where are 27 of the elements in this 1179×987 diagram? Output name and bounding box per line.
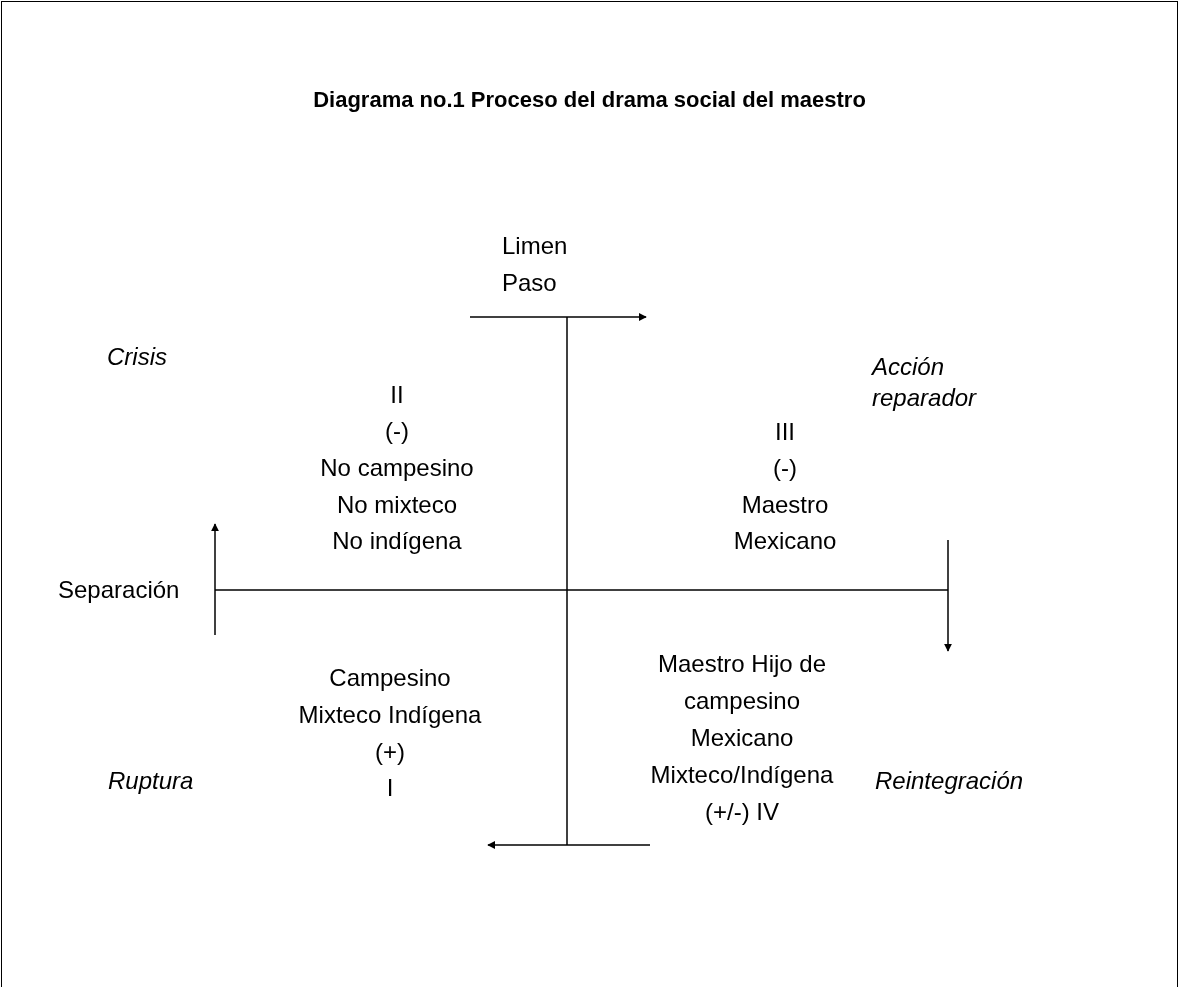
quadrant-label: Mixteco Indígena <box>298 701 482 729</box>
quadrant-label: Mexicano <box>733 527 837 555</box>
quadrant-label: campesino <box>683 687 801 715</box>
quadrant-label: II <box>390 381 404 409</box>
quadrant-label: No indígena <box>332 527 462 555</box>
quadrant-label: Crisis <box>107 343 167 371</box>
quadrant-label: III <box>775 418 795 446</box>
quadrant-label: I <box>386 774 394 802</box>
quadrant-label: (-) <box>773 454 797 482</box>
quadrant-label: reparador <box>872 384 977 412</box>
quadrant-label: Limen <box>502 232 568 260</box>
quadrant-label: Reintegración <box>875 767 1024 795</box>
quadrant-label: Separación <box>58 576 180 604</box>
quadrant-label: Mexicano <box>690 724 794 752</box>
quadrant-label: Maestro Hijo de <box>657 650 827 678</box>
quadrant-label: (+) <box>375 738 405 766</box>
quadrant-label: (-) <box>385 417 409 445</box>
quadrant-label: Maestro <box>741 491 829 519</box>
quadrant-label: Ruptura <box>108 767 194 795</box>
diagram-title: Diagrama no.1 Proceso del drama social del maestro <box>312 86 867 114</box>
quadrant-label: Campesino <box>329 664 451 692</box>
quadrant-label: (+/-) IV <box>705 798 779 826</box>
quadrant-label: Acción <box>872 353 945 381</box>
quadrant-label: No campesino <box>320 454 474 482</box>
quadrant-label: Paso <box>502 269 557 297</box>
quadrant-label: No mixteco <box>337 491 457 519</box>
quadrant-label: Mixteco/Indígena <box>650 761 834 789</box>
